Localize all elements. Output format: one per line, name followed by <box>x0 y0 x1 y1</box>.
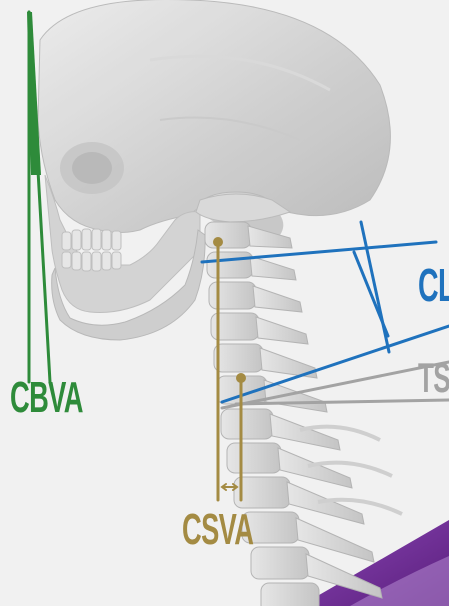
ts-label: TS <box>418 357 449 399</box>
cl-label: CL <box>418 262 449 308</box>
cbva-label: CBVA <box>10 376 83 420</box>
csva-lower-point <box>236 373 246 383</box>
csva-upper-point <box>213 237 223 247</box>
csva-label: CSVA <box>182 508 253 552</box>
